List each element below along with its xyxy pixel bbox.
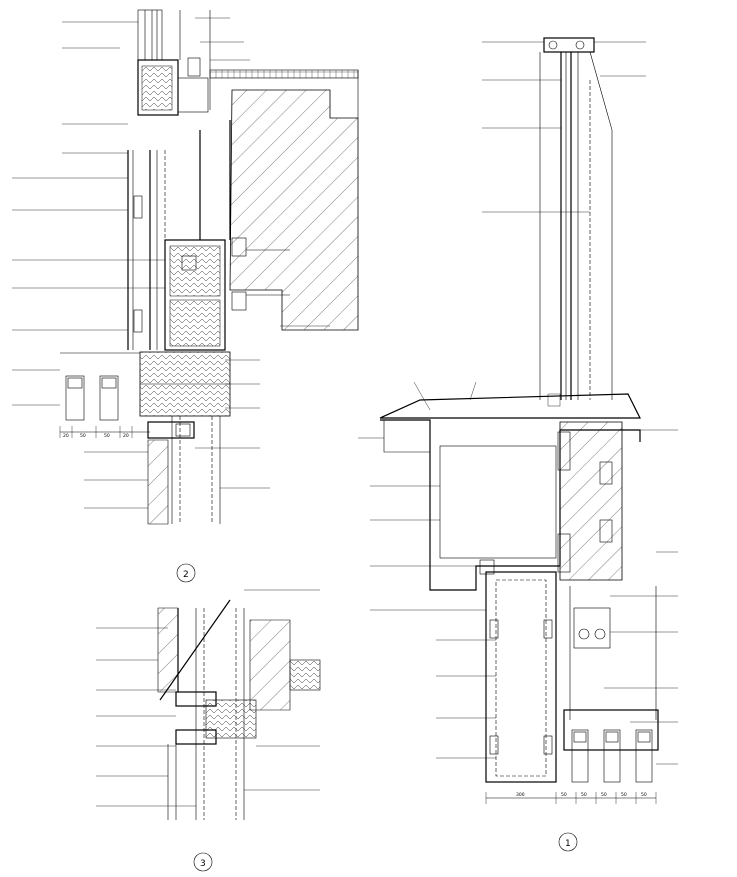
d1-dim-0: 300 — [516, 792, 525, 798]
detail-3-section: 3 — [96, 589, 321, 872]
detail-2-right-leaders — [195, 17, 330, 489]
d1-dim-1: 50 — [561, 792, 567, 798]
detail-tag-2: 2 — [183, 570, 189, 580]
d2-dim-1: 50 — [80, 433, 86, 439]
d1-dim-2: 50 — [581, 792, 587, 798]
d2-dim-3: 20 — [123, 433, 129, 439]
d2-dim-2: 50 — [104, 433, 110, 439]
d1-dim-4: 50 — [621, 792, 627, 798]
detail-tag-1: 1 — [565, 839, 571, 849]
detail-1-section: 300 50 50 50 50 50 — [358, 37, 678, 852]
d1-dim-5: 50 — [641, 792, 647, 798]
detail-2-section: 20 50 50 20 — [12, 9, 359, 583]
detail-2-left-leaders — [12, 21, 165, 509]
detail-tag-3: 3 — [200, 859, 206, 869]
d2-dim-0: 20 — [63, 433, 69, 439]
detail-3-leaders — [96, 589, 320, 807]
detail-1-leaders — [358, 41, 678, 765]
d1-dim-3: 50 — [601, 792, 607, 798]
